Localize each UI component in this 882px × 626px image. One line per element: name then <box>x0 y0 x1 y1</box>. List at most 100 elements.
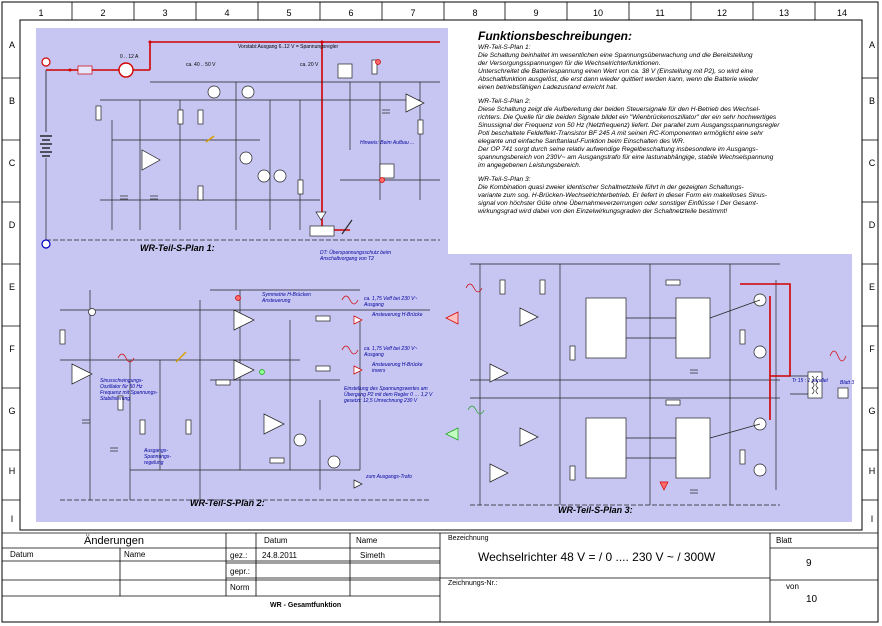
plan2-output1-note: ca. 1,75 Veff bei 230 V~ Ausgang <box>364 296 418 308</box>
checked-label: gepr.: <box>230 567 251 576</box>
description-title: WR-Teil-S-Plan 2: <box>478 98 531 105</box>
description-line: spannungsbereich von 230V~ am Ausgangstr… <box>478 154 774 161</box>
description-line: im angegebenen Leistungsbereich. <box>478 162 581 169</box>
plan3-transformer-note: Tr 15 : 1 parallel <box>792 378 828 384</box>
grid-row-label: E <box>868 282 875 292</box>
grid-col-label: 2 <box>100 8 106 18</box>
description-title: WR-Teil-S-Plan 3: <box>478 176 531 183</box>
plan1-circuit <box>40 40 440 249</box>
grid-row-label: B <box>868 96 875 106</box>
description-line: Diese Schaltung zeigt die Aufbereitung d… <box>478 106 761 113</box>
drawn-date: 24.8.2011 <box>262 551 297 560</box>
drawing-subtitle: WR - Gesamtfunktion <box>270 602 342 609</box>
ammeter-symbol-label: A <box>122 66 127 72</box>
grid-col-label: 10 <box>592 8 603 18</box>
plan2-regulation-note: Einstellung des Spannungswertes am Überg… <box>344 386 433 404</box>
description-line: Der OP 741 sorgt durch seine relativ auf… <box>478 146 758 153</box>
changes-col-name: Name <box>124 550 146 559</box>
designation-label: Bezeichnung <box>448 535 489 542</box>
grid-row-label: G <box>868 406 876 416</box>
drawn-label: gez.: <box>230 551 248 560</box>
function-description: Funktionsbeschreibungen: WR-Teil-S-Plan … <box>478 29 853 222</box>
grid-row-label: D <box>868 220 876 230</box>
description-line: variante zum sog. H-Brücken-Wechselricht… <box>478 192 768 199</box>
grid-row-label: I <box>10 514 14 524</box>
plan2-panel <box>36 266 448 522</box>
column-dividers <box>71 2 816 20</box>
description-line: der Versorgungsspannungen für die Wechse… <box>478 60 661 67</box>
sheet-number: 9 <box>806 558 812 569</box>
description-line: Abschaltfunktion ausgelöst, die erst dan… <box>478 76 759 83</box>
plan3-label: WR-Teil-S-Plan 3: <box>558 505 633 515</box>
description-title: WR-Teil-S-Plan 1: <box>478 44 531 51</box>
description-line: Unterschreitet die Batteriespannung eine… <box>478 68 754 75</box>
grid-row-label: E <box>8 282 15 292</box>
grid-row-label: I <box>870 514 874 524</box>
grid-row-label: A <box>868 40 875 50</box>
drawn-name: Simeth <box>360 551 385 560</box>
row-dividers <box>2 77 878 501</box>
of-label: von <box>786 582 799 591</box>
description-line: einen betriebsfähigen Ladezustand erreic… <box>478 84 618 91</box>
description-line: Die Kombination quasi zweier identischer… <box>478 184 744 191</box>
plan2-to-transformer-note: zum Ausgangs-Trafo <box>366 474 412 480</box>
plan2-symmetry-note: Symmetrie H-Brücken Ansteuerung <box>262 292 311 304</box>
description-section-3: WR-Teil-S-Plan 3: Die Kombination quasi … <box>478 176 853 216</box>
grid-row-label: A <box>8 40 15 50</box>
grid-row-label: H <box>868 466 876 476</box>
date-header: Datum <box>264 536 288 545</box>
changes-col-date: Datum <box>10 550 34 559</box>
drawing-number-label: Zeichnungs-Nr.: <box>448 580 498 587</box>
grid-col-label: 13 <box>778 8 789 18</box>
inner-frame <box>19 19 863 531</box>
changes-header: Änderungen <box>84 535 144 547</box>
description-line: wirkungsgrad wird dabei von den Einzelwi… <box>478 208 728 215</box>
plan2-inv-note: Ansteuerung H-Brücke invers <box>372 362 423 374</box>
plan1-output-note: ca. 20 V <box>300 62 319 68</box>
description-heading: Funktionsbeschreibungen: <box>478 29 633 43</box>
plan2-output-regulation-note: Ausgangs-Spannungs-regelung <box>144 448 171 466</box>
grid-row-label: C <box>8 158 16 168</box>
drawing-title: Wechselrichter 48 V = / 0 .... 230 V ~ /… <box>478 550 716 564</box>
plan1-hint-note: Hinweis: Beim Aufbau ... <box>360 140 415 146</box>
norm-label: Norm <box>230 583 250 592</box>
grid-col-label: 8 <box>472 8 478 18</box>
description-line: elegante und einfache Sanftanlauf-Funkti… <box>478 138 685 145</box>
plan2-circuit <box>59 289 430 501</box>
plan1-regulator-note: Vorstabi:Ausgang 6..12 V = Spannungsregl… <box>238 44 339 50</box>
name-header: Name <box>356 536 378 545</box>
plan3-circuit <box>445 263 849 506</box>
plan2-noninv-note: Ansteuerung H-Brücke <box>372 312 423 318</box>
grid-col-label: 1 <box>38 8 44 18</box>
grid-col-label: 6 <box>348 8 354 18</box>
description-line: Poti beschaltete Feldeffekt-Transistor B… <box>478 130 764 137</box>
titleblock-lines <box>2 532 878 622</box>
grid-row-label: F <box>9 344 15 354</box>
grid-row-label: F <box>869 344 875 354</box>
grid-col-label: 12 <box>716 8 727 18</box>
plan1-overvoltage-note: DT: Überspannungsschutz beim Anschaltvor… <box>320 250 392 262</box>
sheet-label: Blatt <box>776 536 793 545</box>
grid-col-label: 7 <box>410 8 416 18</box>
grid-row-label: B <box>8 96 15 106</box>
plan3-sheet-note: Blatt 3 <box>840 380 855 386</box>
grid-col-label: 9 <box>533 8 539 18</box>
description-line: richters. Die Quelle für die beiden Sign… <box>478 114 777 121</box>
grid-col-label: 4 <box>224 8 230 18</box>
description-line: Sinussignal der Frequenz von 50 Hz (Netz… <box>478 122 780 129</box>
grid-col-label: 5 <box>286 8 292 18</box>
plan2-output2-note: ca. 1,75 Veff bei 230 V~ Ausgang <box>364 346 418 358</box>
grid-col-label: 3 <box>162 8 168 18</box>
grid-row-label: C <box>868 158 876 168</box>
description-section-1: WR-Teil-S-Plan 1: Die Schaltung beinhalt… <box>478 44 853 92</box>
total-sheets: 10 <box>806 594 818 605</box>
grid-col-label: 14 <box>836 8 847 18</box>
description-section-2: WR-Teil-S-Plan 2: Diese Schaltung zeigt … <box>478 98 853 170</box>
description-line: Die Schaltung beinhaltet im wesentlichen… <box>478 52 753 59</box>
plan1-panel <box>36 28 448 266</box>
description-line: signal von höchster Güte ohne Übernahmev… <box>478 200 759 207</box>
grid-row-label: H <box>8 466 16 476</box>
plan2-oscillator-note: Sinusschwingungs-Oszillator für 50 Hz Fr… <box>100 378 158 402</box>
